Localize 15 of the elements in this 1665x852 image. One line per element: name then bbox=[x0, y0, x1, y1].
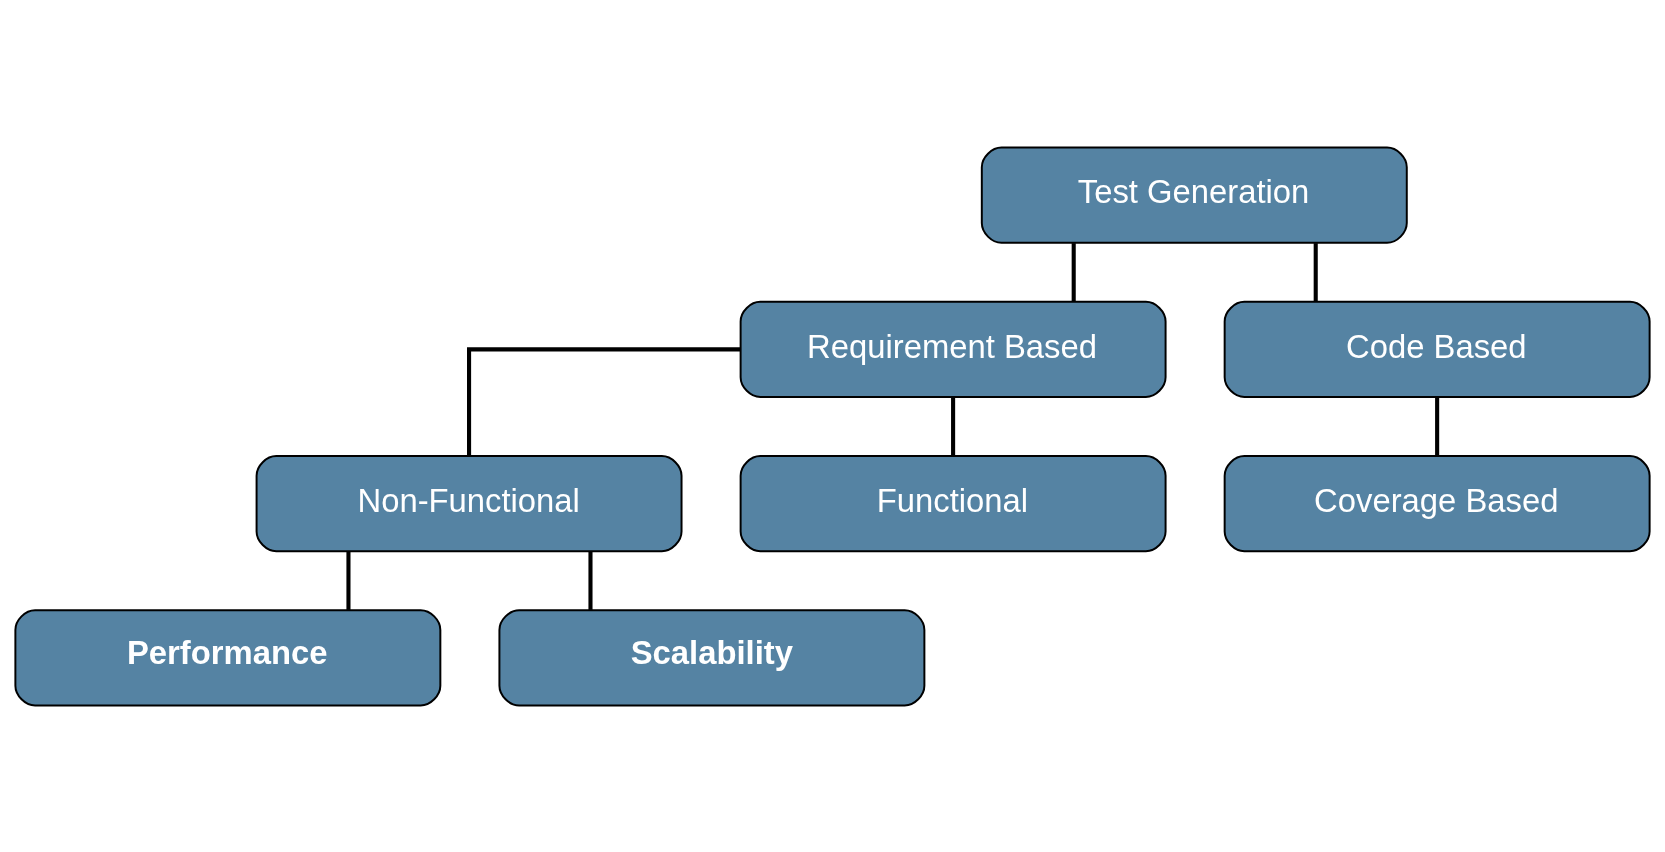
connector bbox=[1435, 396, 1440, 456]
connector bbox=[1071, 242, 1076, 301]
connector bbox=[951, 396, 956, 456]
node-box: Requirement Based bbox=[739, 300, 1167, 398]
node-box: Functional bbox=[739, 454, 1167, 552]
connector bbox=[467, 346, 741, 456]
connector bbox=[346, 551, 351, 610]
connector bbox=[1313, 242, 1318, 301]
node-box: Coverage Based bbox=[1223, 454, 1651, 552]
connector bbox=[588, 551, 593, 610]
node-box: Code Based bbox=[1223, 300, 1651, 398]
node-box: Performance bbox=[14, 608, 442, 706]
node-box: Test Generation bbox=[980, 146, 1408, 244]
node-box: Non-Functional bbox=[255, 454, 683, 552]
node-box: Scalability bbox=[498, 608, 926, 706]
